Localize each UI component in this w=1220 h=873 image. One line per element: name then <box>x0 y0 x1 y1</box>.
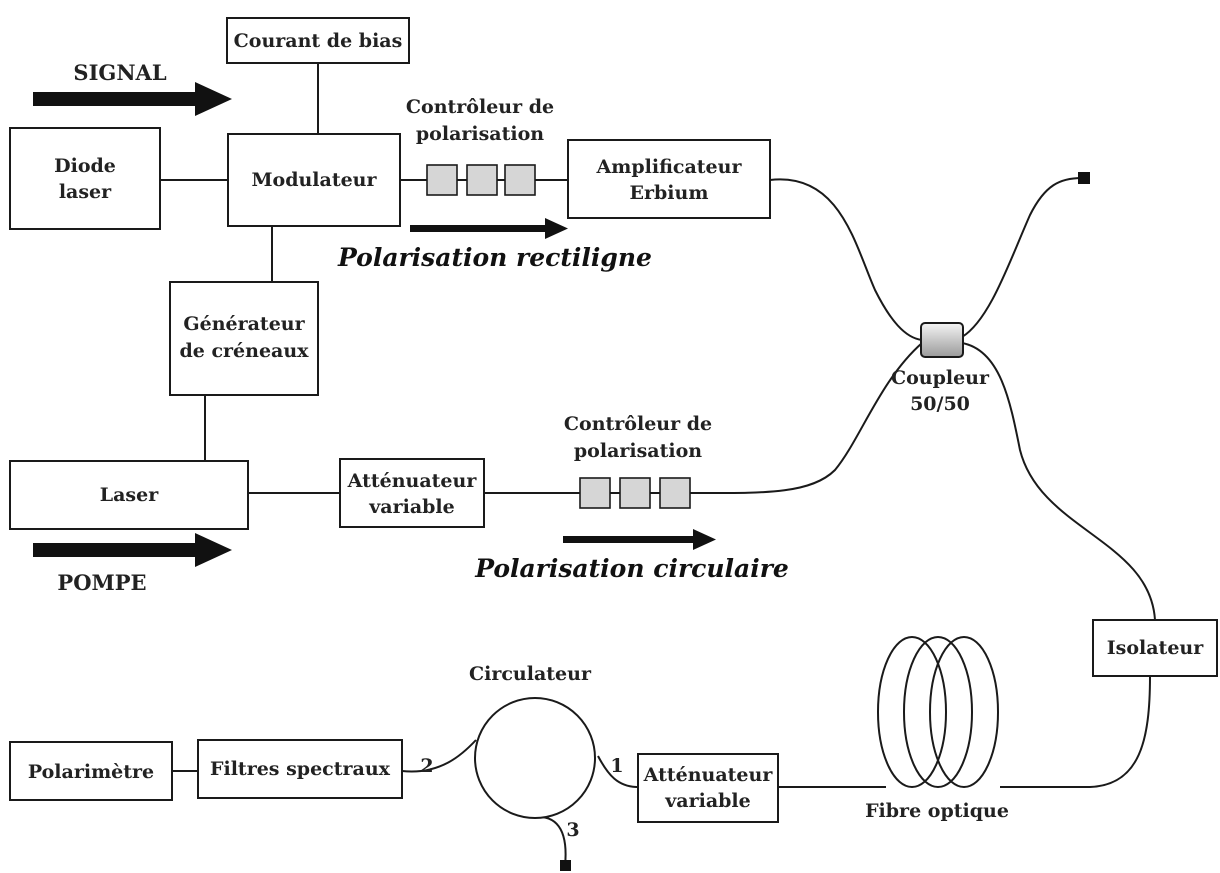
label-attenuateur-bottom-line2: variable <box>664 790 750 812</box>
label-coupleur-line1: Coupleur <box>891 367 990 389</box>
label-attenuateur-bottom-line1: Atténuateur <box>643 764 774 786</box>
label-amplificateur-line2: Erbium <box>630 182 709 204</box>
box-attenuateur-variable-bottom: Atténuateur variable <box>637 753 779 823</box>
box-courant-de-bias: Courant de bias <box>226 17 410 64</box>
label-port-1: 1 <box>610 755 623 777</box>
label-amplificateur-line1: Amplificateur <box>596 156 743 178</box>
box-amplificateur-erbium: Amplificateur Erbium <box>567 139 771 219</box>
fibre-coil-icon <box>877 636 999 788</box>
box-filtres-spectraux: Filtres spectraux <box>197 739 403 799</box>
coupler-element <box>920 322 964 358</box>
polarisation-circulaire-arrow <box>563 529 716 550</box>
polarisation-controller-bottom <box>579 477 691 509</box>
label-pompe: POMPE <box>57 570 146 595</box>
label-controleur-top-line1: Contrôleur de <box>406 96 554 118</box>
box-generateur-de-creneaux: Générateur de créneaux <box>169 281 319 396</box>
label-controleur-bottom-line1: Contrôleur de <box>564 413 712 435</box>
box-diode-laser: Diode laser <box>9 127 161 230</box>
label-port-2: 2 <box>420 755 433 777</box>
label-diode-laser-line1: Diode <box>54 155 116 177</box>
connection-wires <box>160 63 1156 871</box>
terminated-end-circulator <box>560 860 571 871</box>
circulator-element <box>474 697 596 819</box>
label-generateur-line1: Générateur <box>183 313 305 335</box>
label-isolateur: Isolateur <box>1107 637 1204 659</box>
label-polarimetre: Polarimètre <box>28 761 154 783</box>
label-modulateur: Modulateur <box>251 169 377 191</box>
label-port-3: 3 <box>566 819 579 841</box>
label-attenuateur-top-line1: Atténuateur <box>347 470 478 492</box>
label-controleur-top-line2: polarisation <box>416 123 544 145</box>
label-laser: Laser <box>100 484 159 506</box>
label-fibre-optique: Fibre optique <box>865 800 1009 822</box>
pompe-arrow <box>33 533 232 567</box>
label-courant-de-bias: Courant de bias <box>234 30 403 52</box>
label-polarisation-rectiligne: Polarisation rectiligne <box>337 243 652 272</box>
label-diode-laser-line2: laser <box>59 181 112 203</box>
label-polarisation-circulaire: Polarisation circulaire <box>474 554 789 583</box>
box-attenuateur-variable-top: Atténuateur variable <box>339 458 485 528</box>
terminated-end-coupler <box>1078 172 1090 184</box>
label-signal: SIGNAL <box>73 60 166 85</box>
signal-arrow <box>33 82 232 116</box>
label-circulateur: Circulateur <box>469 663 592 685</box>
box-laser: Laser <box>9 460 249 530</box>
polarisation-controller-top <box>426 164 536 196</box>
polarisation-rectiligne-arrow <box>410 218 568 239</box>
box-modulateur: Modulateur <box>227 133 401 227</box>
label-attenuateur-top-line2: variable <box>368 496 454 518</box>
label-filtres-spectraux: Filtres spectraux <box>210 758 391 780</box>
label-generateur-line2: de créneaux <box>179 340 309 362</box>
label-coupleur-line2: 50/50 <box>910 393 970 415</box>
box-isolateur: Isolateur <box>1092 619 1218 677</box>
box-polarimetre: Polarimètre <box>9 741 173 801</box>
label-controleur-bottom-line2: polarisation <box>574 440 702 462</box>
